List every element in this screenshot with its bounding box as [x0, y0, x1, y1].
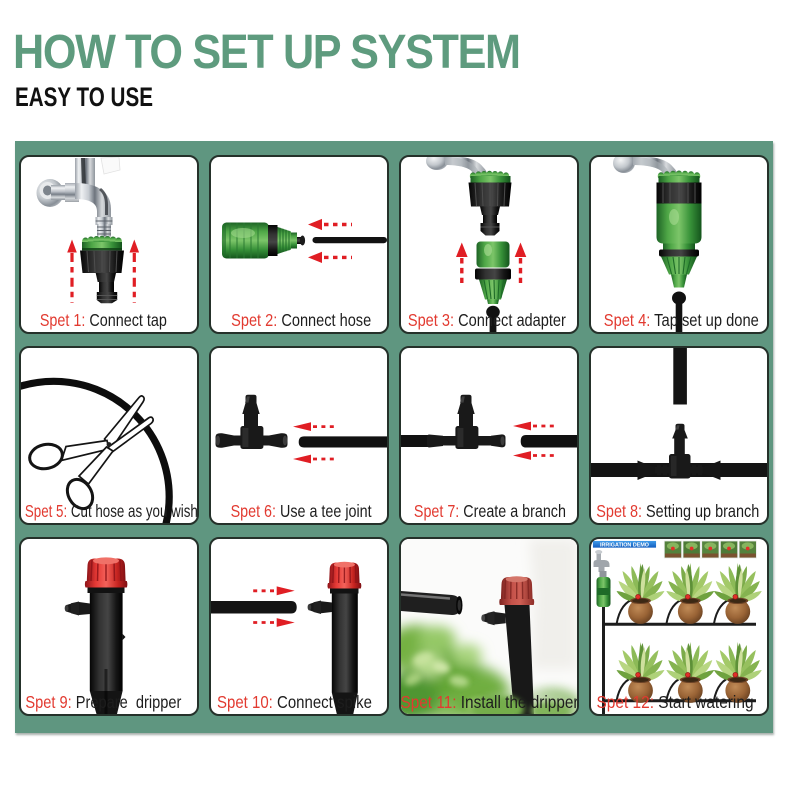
- svg-text:IRRIGATION DEMO: IRRIGATION DEMO: [600, 542, 649, 548]
